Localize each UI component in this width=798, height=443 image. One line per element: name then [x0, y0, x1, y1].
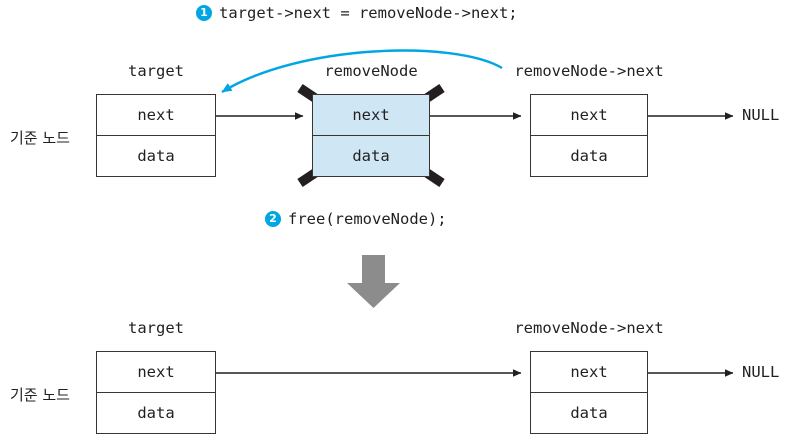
step-1-badge: 1: [196, 5, 212, 21]
down-arrow-icon: [347, 255, 400, 308]
step-1-code: target->next = removeNode->next;: [219, 4, 518, 22]
null-label-before: NULL: [742, 106, 780, 124]
node-removenode-next-after: next data: [530, 351, 648, 434]
node-cell-next: next: [97, 95, 215, 136]
curved-blue-arrow-icon: [221, 49, 503, 94]
node-removenode-before: next data: [312, 94, 430, 177]
side-label-after: 기준 노드: [10, 386, 70, 404]
node-cell-next: next: [531, 352, 647, 393]
step-2-badge: 2: [265, 211, 281, 227]
node-label-target-before: target: [128, 62, 184, 80]
node-cell-data: data: [137, 404, 175, 422]
node-label-removenode-next-before: removeNode->next: [514, 62, 664, 80]
node-label-target-after: target: [128, 319, 184, 337]
node-target-before: next data: [96, 94, 216, 177]
node-cell-next: next: [97, 352, 215, 393]
step-2-caption: 2 free(removeNode);: [265, 210, 447, 228]
null-label-after: NULL: [742, 363, 780, 381]
node-cell-data: data: [570, 147, 608, 165]
node-cell-next: next: [313, 95, 429, 136]
node-label-removenode-next-after: removeNode->next: [514, 319, 664, 337]
step-2-code: free(removeNode);: [288, 210, 447, 228]
side-label-before: 기준 노드: [10, 129, 70, 147]
node-cell-data: data: [570, 404, 608, 422]
node-cell-data: data: [352, 147, 390, 165]
step-1-caption: 1 target->next = removeNode->next;: [196, 4, 518, 22]
node-cell-data: data: [137, 147, 175, 165]
node-target-after: next data: [96, 351, 216, 434]
node-label-removenode-before: removeNode: [324, 62, 418, 80]
node-removenode-next-before: next data: [530, 94, 648, 177]
node-cell-next: next: [531, 95, 647, 136]
